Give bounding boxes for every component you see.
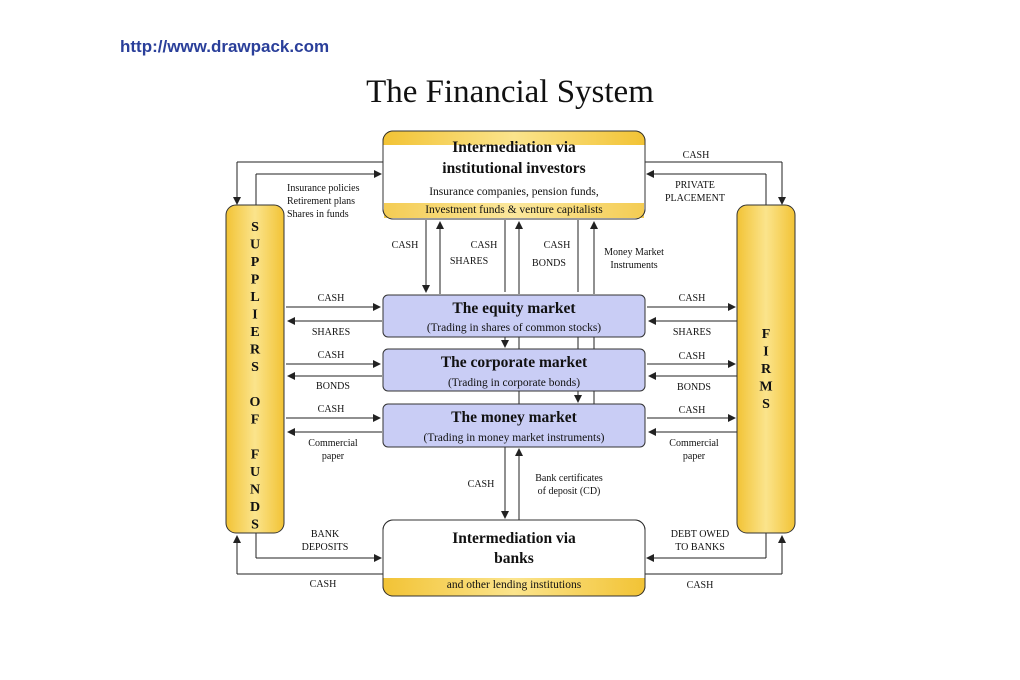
label-bonds-mid: BONDS [532,258,566,269]
suppliers-letter: U [250,238,260,253]
suppliers-letter: P [251,255,260,270]
label-mo-left-cp-2: paper [322,451,345,462]
money-market-box: The money market (Trading in money marke… [382,403,646,448]
label-mo-right-cash: CASH [679,405,706,416]
label-debt-owed: DEBT OWED [671,529,729,540]
corporate-market-box: The corporate market (Trading in corpora… [382,348,646,392]
label-shares-mid: SHARES [450,256,488,267]
label-insurance-policies: Insurance policies [287,183,360,194]
page-title: The Financial System [366,74,654,110]
suppliers-letter: S [251,360,259,375]
firms-letter: F [762,327,771,342]
label-money-market-instr-1: Money Market [604,247,664,258]
label-bottom-left-cash: CASH [310,579,337,590]
suppliers-letter: D [250,500,260,515]
label-bank-cd-1: Bank certificates [535,473,603,484]
label-top-right-cash: CASH [683,150,710,161]
label-bank: BANK [311,529,340,540]
label-co-right-bonds: BONDS [677,382,711,393]
label-shares-in-funds: Shares in funds [287,209,349,220]
suppliers-letter: F [251,413,260,428]
label-to-banks: TO BANKS [675,542,725,553]
suppliers-letter: E [250,325,259,340]
label-cash-3: CASH [544,240,571,251]
corporate-sub: (Trading in corporate bonds) [448,377,580,389]
firms-letter: I [763,345,768,360]
label-private: PRIVATE [675,180,715,191]
suppliers-letter: I [252,308,257,323]
label-co-right-cash: CASH [679,351,706,362]
suppliers-letter: S [251,518,259,533]
label-retirement-plans: Retirement plans [287,196,355,207]
label-eq-left-cash: CASH [318,293,345,304]
label-cash-2: CASH [471,240,498,251]
suppliers-letter: P [251,273,260,288]
institutional-sub-2: Investment funds & venture capitalists [425,204,603,216]
equity-market-box: The equity market (Trading in shares of … [382,294,646,338]
label-co-left-cash: CASH [318,350,345,361]
banks-sub: and other lending institutions [447,579,582,591]
label-cash-1: CASH [392,240,419,251]
suppliers-letter: O [250,395,261,410]
suppliers-letter: U [250,465,260,480]
suppliers-letter: L [250,290,259,305]
equity-sub: (Trading in shares of common stocks) [427,322,601,334]
label-mo-left-cash: CASH [318,404,345,415]
label-co-left-bonds: BONDS [316,381,350,392]
institutional-sub-1: Insurance companies, pension funds, [429,186,599,198]
banks-title-2: banks [494,550,534,567]
suppliers-letter: F [251,448,260,463]
banks-title-1: Intermediation via [452,530,576,547]
firms-letter: S [762,397,770,412]
banks-box: Intermediation via banks and other lendi… [382,519,646,597]
source-url[interactable]: http://www.drawpack.com [120,37,330,56]
equity-title: The equity market [452,300,576,317]
firms-letter: M [759,380,772,395]
label-mo-left-cp-1: Commercial [308,438,358,449]
money-sub: (Trading in money market instruments) [424,432,605,444]
label-mo-right-cp-2: paper [683,451,706,462]
corporate-title: The corporate market [441,354,588,371]
institutional-title-2: institutional investors [442,160,585,177]
label-mo-right-cp-1: Commercial [669,438,719,449]
suppliers-letter: R [250,343,261,358]
label-eq-right-cash: CASH [679,293,706,304]
label-eq-left-shares: SHARES [312,327,350,338]
label-bottom-right-cash: CASH [687,580,714,591]
money-title: The money market [451,409,578,426]
label-placement: PLACEMENT [665,193,725,204]
label-bank-cd-2: of deposit (CD) [538,486,601,497]
suppliers-letter: N [250,483,260,498]
label-eq-right-shares: SHARES [673,327,711,338]
firms-letter: R [761,362,772,377]
label-bank-cash: CASH [468,479,495,490]
institutional-title-1: Intermediation via [452,139,576,156]
suppliers-letter: S [251,220,259,235]
label-deposits: DEPOSITS [302,542,349,553]
label-money-market-instr-2: Instruments [610,260,657,271]
institutional-investors-box: Intermediation via institutional investo… [382,130,646,220]
